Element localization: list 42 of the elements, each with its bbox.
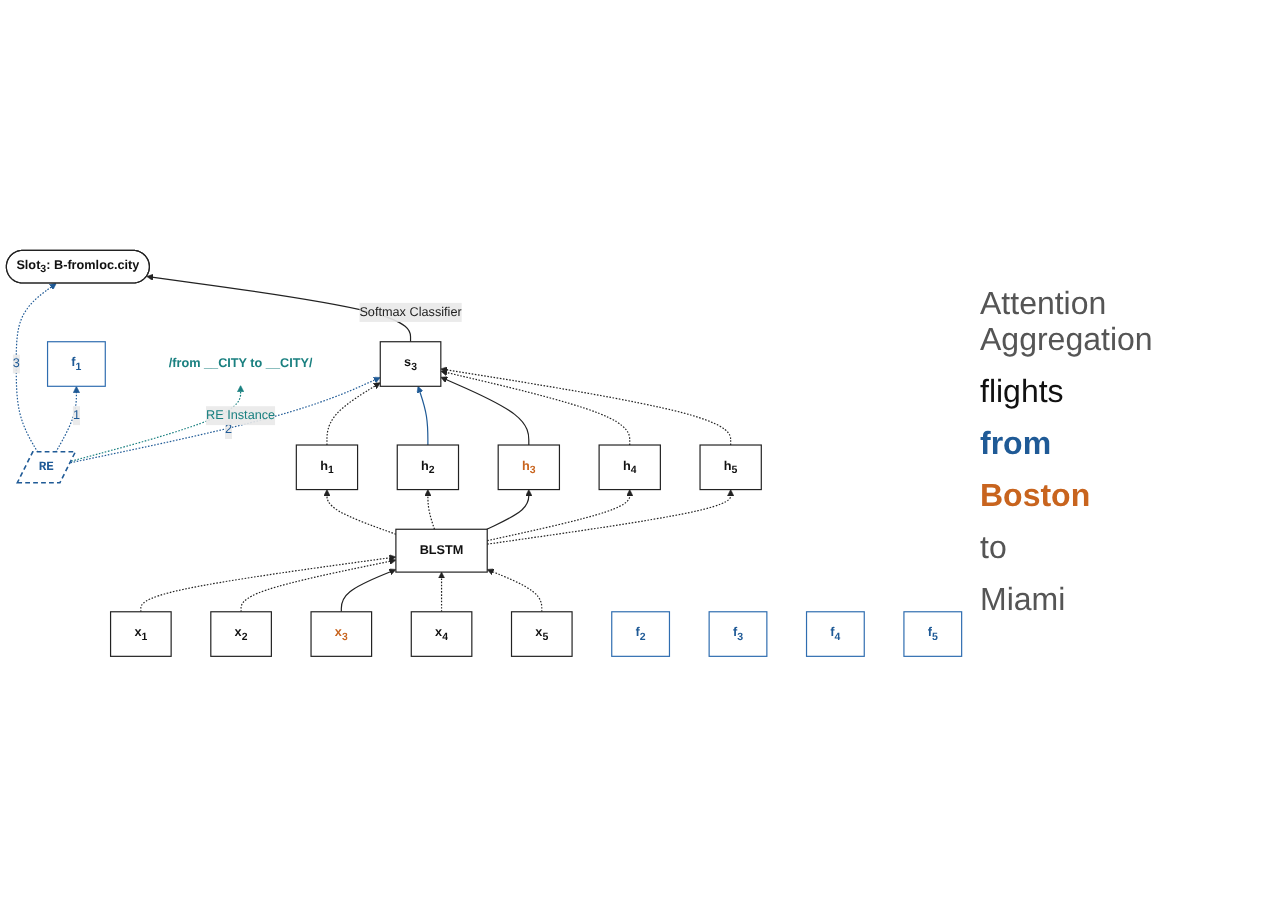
node-box: [310, 610, 373, 657]
arrow: [486, 568, 543, 613]
arrow: [69, 376, 381, 463]
node-box: [497, 444, 561, 490]
input-word: flights: [980, 375, 1066, 411]
node-box: [395, 528, 488, 573]
input-word: from: [980, 427, 1054, 463]
node-box: [46, 340, 106, 387]
node-box: [295, 444, 359, 490]
arrow: [55, 385, 80, 453]
node-box: [903, 610, 963, 657]
node-box: [611, 610, 671, 657]
arrow: [438, 571, 446, 613]
node-box: [396, 444, 460, 490]
node-box: [699, 444, 762, 490]
node-box: [708, 610, 768, 657]
arrow: [70, 384, 245, 462]
arrow: [486, 488, 634, 541]
arrow: [326, 382, 381, 446]
input-word: to: [980, 531, 1009, 567]
input-word: Boston: [980, 479, 1093, 515]
arrow: [15, 282, 57, 453]
node-box: [210, 610, 272, 657]
arrow: [323, 488, 397, 535]
arrow: [416, 385, 429, 446]
layer-label: Attention Aggregation: [980, 287, 1155, 359]
arrow: [440, 366, 732, 446]
arrow: [440, 368, 631, 446]
arrow: [440, 376, 530, 446]
node-box: [510, 610, 573, 657]
node-box: [805, 610, 865, 657]
node-box: [598, 444, 661, 490]
input-word: Miami: [980, 583, 1068, 619]
arrow: [424, 488, 436, 530]
node-box: [110, 610, 172, 657]
node-box: [410, 610, 473, 657]
arrow: [240, 557, 397, 613]
arrow: [486, 488, 735, 545]
arrow: [140, 554, 397, 613]
node-box: [379, 340, 442, 387]
arrow: [340, 568, 397, 613]
arrow: [486, 488, 533, 530]
